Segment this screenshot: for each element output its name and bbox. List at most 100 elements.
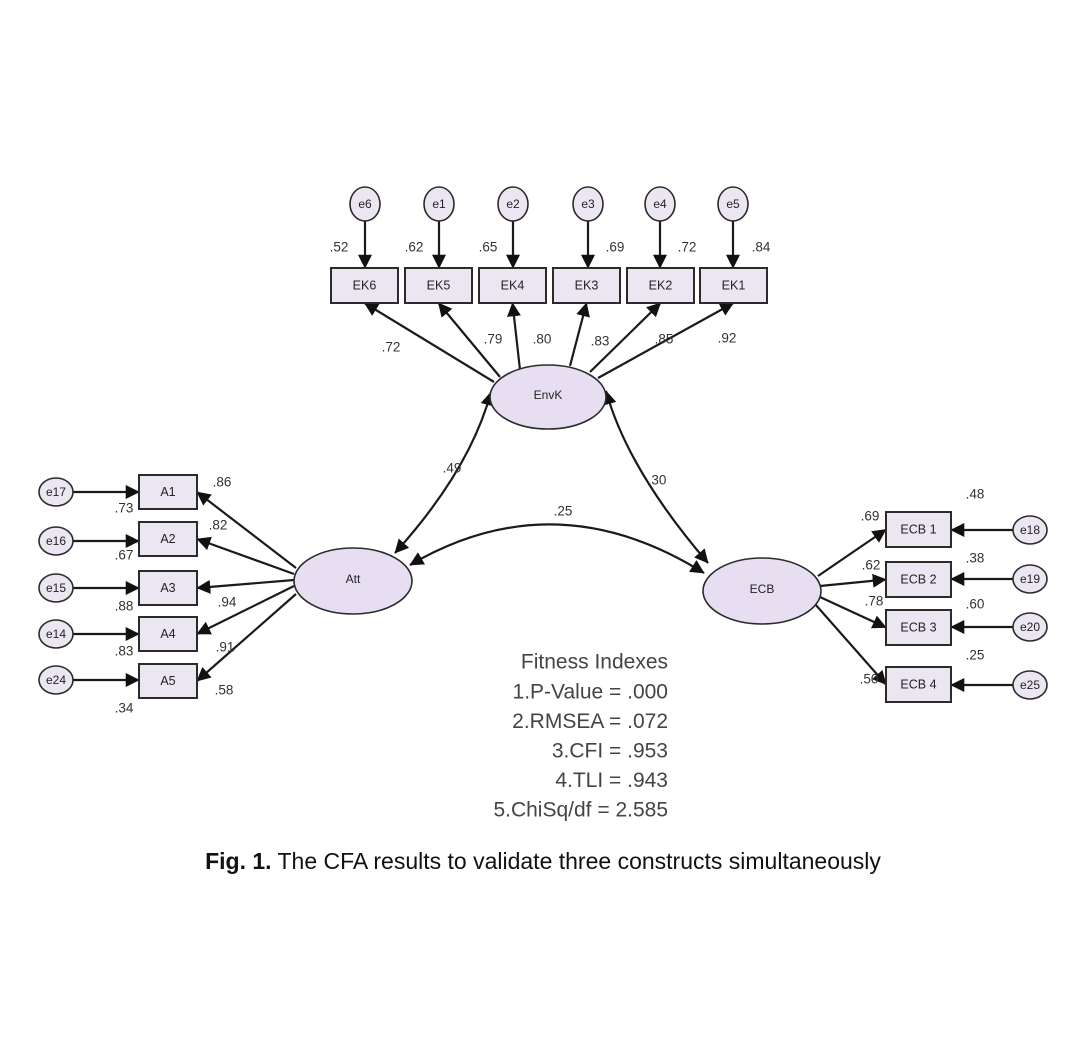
error-label-e20: e20 [1020,620,1040,634]
indicator-label-ek2: EK2 [649,279,673,293]
caption-prefix: Fig. 1. [205,848,272,874]
indicator-label-ecb2: ECB 2 [900,573,936,587]
loading-value-a3: .94 [218,595,237,610]
indicator-box-ek1 [699,267,768,304]
latent-att [293,547,413,615]
r-squared-a1: .73 [115,501,134,516]
indicator-box-ecb1 [885,511,952,548]
r-squared-ek6: .52 [330,240,349,255]
error-term-e15 [38,573,74,603]
indicator-box-a2 [138,521,198,557]
covariance-value-envk-att: .49 [443,461,462,476]
error-label-e2: e2 [506,197,520,211]
error-label-e17: e17 [46,485,66,499]
indicator-label-a5: A5 [160,674,175,688]
r-squared-ek2: .72 [678,240,697,255]
loading-path-ek4 [507,302,522,371]
latent-label-envk: EnvK [534,388,563,402]
indicator-label-ek5: EK5 [427,279,451,293]
loading-value-a4: .91 [216,640,235,655]
error-label-e15: e15 [46,581,66,595]
latent-envk [489,364,607,430]
indicator-label-a2: A2 [160,532,175,546]
indicator-box-ecb4 [885,666,952,703]
covariance-value-envk-ecb: .30 [648,473,667,488]
error-term-e24 [38,665,74,695]
fitness-line-5: 5.ChiSq/df = 2.585 [493,799,668,822]
loading-value-ek6: .72 [382,340,401,355]
indicator-box-a3 [138,570,198,606]
indicator-label-ek1: EK1 [722,279,746,293]
error-term-e17 [38,477,74,507]
loading-value-ecb2: .62 [862,558,881,573]
error-term-e25 [1012,670,1048,700]
loading-value-ek1: .92 [718,331,737,346]
indicator-label-a4: A4 [160,627,175,641]
indicator-label-ek6: EK6 [353,279,377,293]
error-label-e5: e5 [726,197,740,211]
indicator-box-ecb3 [885,609,952,646]
indicator-box-ek2 [626,267,695,304]
loading-path-ek1 [597,302,735,379]
error-label-e6: e6 [358,197,372,211]
error-label-e19: e19 [1020,572,1040,586]
error-term-e5 [717,186,749,222]
r-squared-ek4: .65 [479,240,498,255]
loading-path-a4 [196,585,295,635]
covariance-path-envk-att [394,391,495,554]
fitness-title: Fitness Indexes [521,651,668,674]
r-squared-ecb3: .60 [966,597,985,612]
loading-value-ecb4: .50 [860,672,879,687]
loading-value-ek4: .80 [533,332,552,347]
error-term-e16 [38,526,74,556]
error-label-e4: e4 [653,197,667,211]
error-label-e1: e1 [432,197,446,211]
indicator-label-a1: A1 [160,485,175,499]
error-label-e16: e16 [46,534,66,548]
error-label-e25: e25 [1020,678,1040,692]
loading-path-ek5 [437,302,501,378]
loading-path-ek3 [568,302,590,367]
loading-path-a1 [196,491,297,569]
r-squared-a2: .67 [115,548,134,563]
fitness-line-4: 4.TLI = .943 [555,769,668,792]
error-term-e14 [38,619,74,649]
error-label-e14: e14 [46,627,66,641]
fitness-line-3: 3.CFI = .953 [552,740,668,763]
loading-value-a2: .82 [209,518,228,533]
indicator-box-ecb2 [885,561,952,598]
loading-path-a3 [196,578,295,594]
indicator-label-ecb1: ECB 1 [900,523,936,537]
r-squared-ek5: .62 [405,240,424,255]
latent-ecb [702,557,822,625]
loading-value-ek2: .85 [655,332,674,347]
indicator-label-a3: A3 [160,581,175,595]
error-term-e3 [572,186,604,222]
loading-path-ecb3 [819,596,887,629]
r-squared-a4: .83 [115,644,134,659]
covariance-value-att-ecb: .25 [554,504,573,519]
indicator-label-ecb4: ECB 4 [900,678,936,692]
loading-path-ecb4 [814,603,887,686]
path-coefficients: .52 .72 .62 .79 .65 .80 .69 .83 .72 .85 .84 .92 .73.… [115,240,985,716]
error-term-e1 [423,186,455,222]
error-label-e18: e18 [1020,523,1040,537]
diagram-nodes: EK6e6EK5e1EK4e2EK3e3EK2e4EK1e5A1e17A2e16… [38,186,1048,703]
error-term-e4 [644,186,676,222]
r-squared-a3: .88 [115,599,134,614]
loading-value-a5: .58 [215,683,234,698]
r-squared-ek1: .84 [752,240,771,255]
error-term-e19 [1012,564,1048,594]
indicator-box-a5 [138,663,198,699]
loading-value-ecb1: .69 [861,509,880,524]
error-term-e18 [1012,515,1048,545]
loading-value-ek5: .79 [484,332,503,347]
error-term-e6 [349,186,381,222]
path-edges [73,221,1013,692]
latent-label-att: Att [346,572,361,586]
covariance-path-envk-ecb [602,390,709,564]
loading-path-a5 [196,593,297,682]
loading-path-a2 [196,536,295,576]
